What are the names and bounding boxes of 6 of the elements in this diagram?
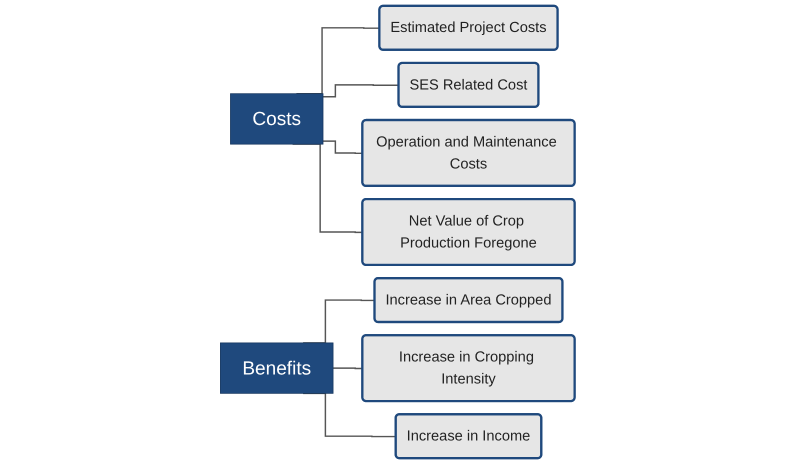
node-box: Benefits <box>220 342 334 394</box>
connector <box>333 367 363 370</box>
connector <box>323 140 363 154</box>
connector <box>323 84 399 98</box>
connector <box>303 392 396 438</box>
node-box: Costs <box>230 93 324 145</box>
